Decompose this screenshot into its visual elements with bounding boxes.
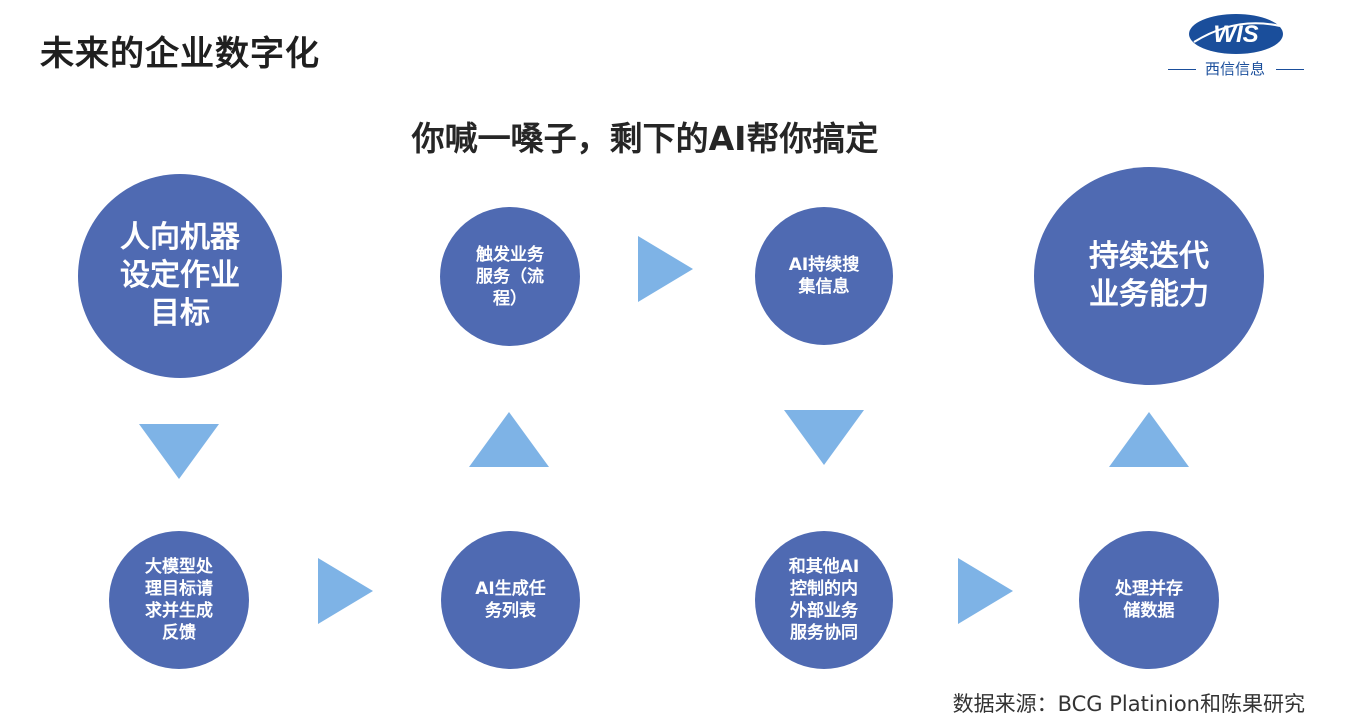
node-label-line: 大模型处 <box>145 557 213 577</box>
node-store-data: 处理并存储数据 <box>1079 531 1219 669</box>
node-label: AI持续搜集信息 <box>789 254 859 298</box>
node-label-line: 储数据 <box>1123 601 1175 621</box>
node-ai-task-list: AI生成任务列表 <box>441 531 580 669</box>
arrow-right-2 <box>638 236 693 302</box>
node-label: 大模型处理目标请求并生成反馈 <box>145 556 213 644</box>
node-label-line: 反馈 <box>162 623 196 643</box>
node-label-line: 目标 <box>150 296 210 331</box>
node-label-line: 业务能力 <box>1089 277 1209 312</box>
node-label-line: 和其他AI <box>788 557 860 577</box>
node-label: 持续迭代业务能力 <box>1089 238 1209 314</box>
node-label-line: 处理并存 <box>1115 579 1183 599</box>
node-label: 人向机器设定作业目标 <box>120 219 240 333</box>
node-label: 触发业务服务（流程） <box>476 244 544 310</box>
node-label-line: 触发业务 <box>476 244 544 265</box>
page-title: 未来的企业数字化 <box>40 34 320 74</box>
logo-mark-text: WIS <box>1213 21 1258 48</box>
arrow-down-2 <box>784 410 864 465</box>
node-label-line: 集信息 <box>798 277 850 297</box>
logo-divider-right <box>1276 69 1304 70</box>
node-label-line: 服务（流 <box>476 266 544 287</box>
node-label: 处理并存储数据 <box>1115 578 1183 622</box>
arrow-right-3 <box>958 558 1013 624</box>
node-label-line: AI持续搜 <box>788 255 860 275</box>
node-label-line: 服务协同 <box>789 623 858 643</box>
logo-text: 西信信息 <box>1204 60 1265 78</box>
data-source: 数据来源：BCG Platinion和陈果研究 <box>952 692 1305 716</box>
node-label: AI生成任务列表 <box>475 578 545 622</box>
node-label-line: 理目标请 <box>145 579 213 599</box>
logo-divider-left <box>1168 69 1196 70</box>
node-label-line: AI生成任 <box>475 579 546 599</box>
node-label-line: 求并生成 <box>145 601 213 621</box>
node-llm-process: 大模型处理目标请求并生成反馈 <box>109 531 249 669</box>
arrow-right-1 <box>318 558 373 624</box>
arrow-up-1 <box>469 412 549 467</box>
node-set-goal: 人向机器设定作业目标 <box>78 174 282 378</box>
node-iterate-capability: 持续迭代业务能力 <box>1034 167 1264 385</box>
subtitle: 你喊一嗓子，剩下的AI帮你搞定 <box>411 119 879 158</box>
node-label-line: 务列表 <box>484 601 536 621</box>
node-label-line: 外部业务 <box>789 601 858 621</box>
arrow-down-1 <box>139 424 219 479</box>
node-label-line: 设定作业 <box>120 258 240 293</box>
node-label-line: 人向机器 <box>120 220 240 255</box>
node-ai-collect-info: AI持续搜集信息 <box>755 207 893 345</box>
wis-logo-mark: WIS <box>1189 14 1283 54</box>
arrow-up-2 <box>1109 412 1189 467</box>
node-label-line: 控制的内 <box>789 579 858 599</box>
node-label-line: 持续迭代 <box>1089 239 1209 274</box>
wis-logo: WIS 西信信息 <box>1160 12 1310 82</box>
node-label-line: 程） <box>493 288 527 309</box>
node-trigger-service: 触发业务服务（流程） <box>440 207 580 346</box>
